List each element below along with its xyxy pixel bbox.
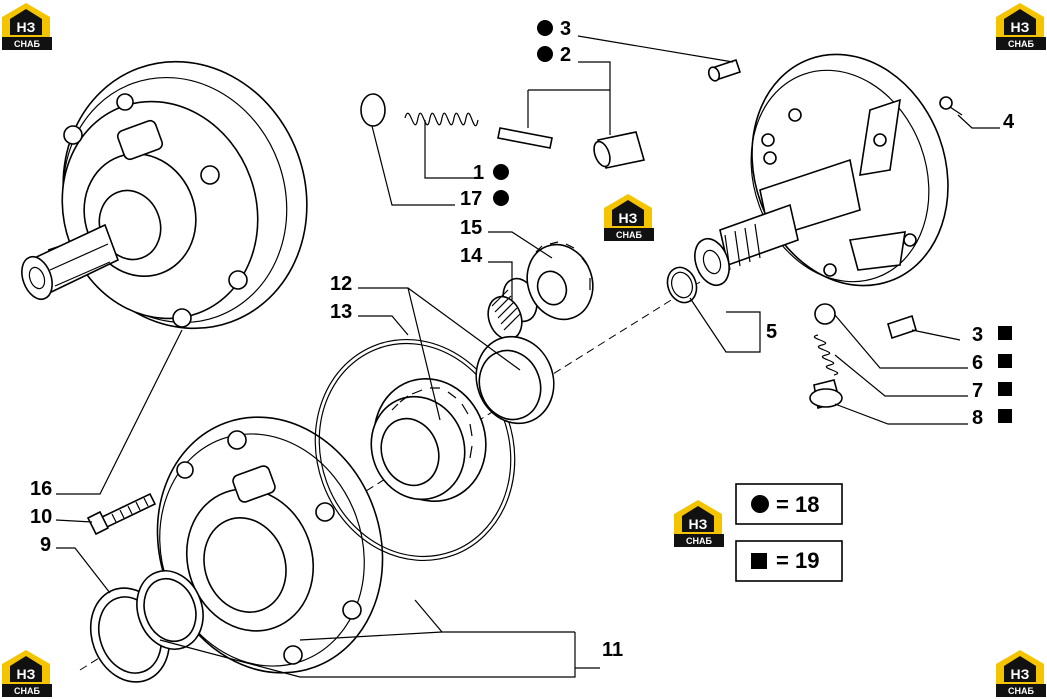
callout-1: 1 — [473, 162, 484, 184]
part-17-disc — [360, 93, 386, 127]
part-10-bolt — [86, 492, 157, 536]
logo-top-left: НЗ СНАБ — [2, 3, 52, 50]
callout-4: 4 — [1003, 111, 1015, 133]
legend-square-text: = 19 — [776, 548, 819, 573]
part-12-ring-gear — [370, 377, 487, 503]
logo-primary-text: НЗ — [1011, 666, 1030, 682]
part-8-plug — [809, 379, 843, 410]
square-marker-7 — [998, 382, 1012, 396]
logo-primary-text: НЗ — [689, 516, 708, 532]
part-11-pump-cover — [156, 416, 384, 674]
part-6-ball — [814, 303, 836, 325]
callout-5: 5 — [766, 321, 777, 343]
logo-secondary-text: СНАБ — [616, 230, 642, 240]
callout-13: 13 — [330, 301, 352, 323]
part-5-bushing — [666, 266, 698, 304]
circle-marker-17 — [493, 190, 509, 206]
logo-primary-text: НЗ — [1011, 19, 1030, 35]
right-shaft-assembly — [694, 53, 949, 287]
legend-circle-symbol — [751, 495, 769, 513]
callout-8: 8 — [972, 407, 983, 429]
legend-square-box: = 19 — [735, 540, 843, 582]
part-3-pin-top — [707, 58, 742, 82]
logo-secondary-text: СНАБ — [1008, 686, 1034, 696]
part-2-plug — [593, 131, 646, 169]
callout-3-right: 3 — [972, 324, 983, 346]
square-marker-6 — [998, 354, 1012, 368]
callout-3-top: 3 — [560, 18, 571, 40]
part-9-seal-ring — [89, 570, 204, 683]
circle-marker-2 — [537, 46, 553, 62]
logo-primary-text: НЗ — [17, 666, 36, 682]
legend-circle-box: = 18 — [735, 483, 843, 525]
square-marker-3 — [998, 326, 1012, 340]
logo-center: НЗ СНАБ — [604, 194, 654, 241]
logo-secondary-text: СНАБ — [14, 39, 40, 49]
legend-circle-text: = 18 — [776, 492, 819, 517]
legend-square-symbol — [751, 553, 767, 569]
logo-right-middle: НЗ СНАБ — [674, 500, 724, 547]
callout-16: 16 — [30, 478, 52, 500]
part-4-screw — [939, 96, 963, 116]
part-2-rod — [497, 127, 553, 149]
part-3-pin-right — [887, 314, 917, 340]
leader-lines — [55, 35, 1000, 678]
callout-6: 6 — [972, 352, 983, 374]
callout-11: 11 — [602, 639, 623, 661]
logo-secondary-text: СНАБ — [14, 686, 40, 696]
part-16-pump-housing — [21, 60, 308, 330]
square-marker-8 — [998, 409, 1012, 423]
logo-primary-text: НЗ — [619, 210, 638, 226]
circle-marker-1 — [493, 164, 509, 180]
logo-primary-text: НЗ — [17, 19, 36, 35]
logo-bottom-right: НЗ СНАБ — [996, 650, 1046, 697]
callout-15: 15 — [460, 217, 482, 239]
callout-7: 7 — [972, 380, 983, 402]
logo-secondary-text: СНАБ — [1008, 39, 1034, 49]
part-1-spring — [404, 112, 479, 127]
callout-2: 2 — [560, 44, 571, 66]
part-7-spring — [814, 334, 838, 376]
callout-9: 9 — [40, 534, 51, 556]
callout-17: 17 — [460, 188, 482, 210]
logo-secondary-text: СНАБ — [686, 536, 712, 546]
part-15-gear — [526, 241, 594, 321]
logo-bottom-left: НЗ СНАБ — [2, 650, 52, 697]
callout-10: 10 — [30, 506, 52, 528]
callout-12: 12 — [330, 273, 352, 295]
bearing-ring — [475, 335, 555, 425]
circle-marker-3 — [537, 20, 553, 36]
logo-top-right: НЗ СНАБ — [996, 3, 1046, 50]
callout-14: 14 — [460, 245, 483, 267]
